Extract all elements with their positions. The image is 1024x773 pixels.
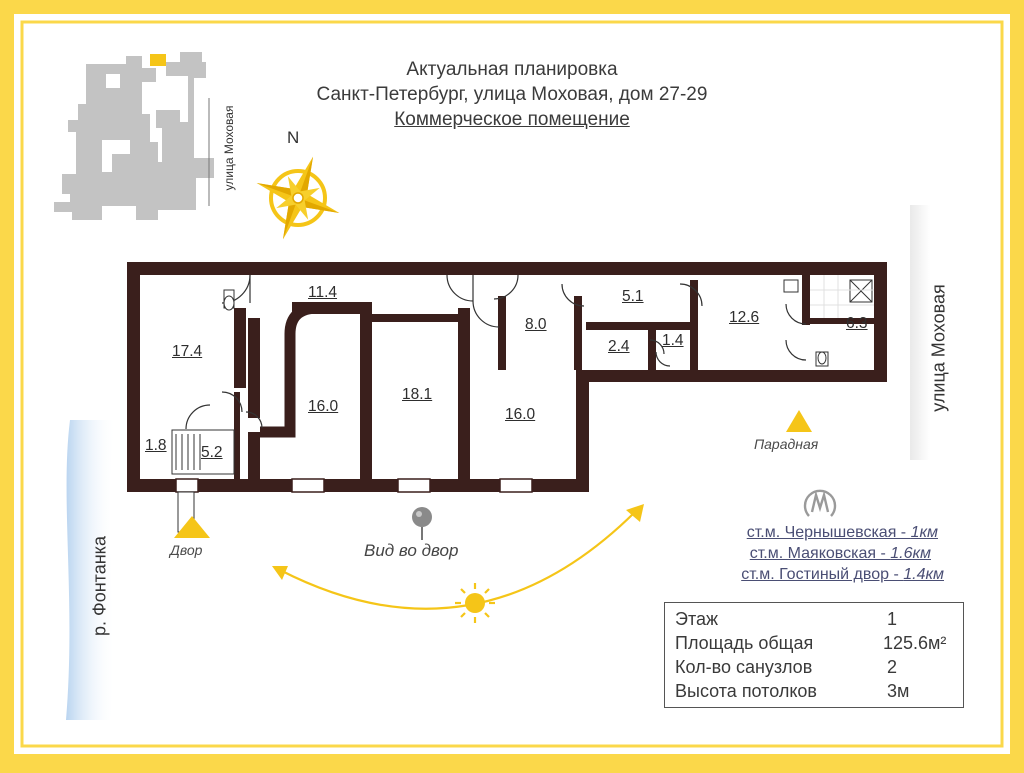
sanitary-fixtures [223,279,873,367]
compass-north-label: N [287,128,300,147]
room-area-16-0-b: 16.0 [505,406,536,423]
metro-station-1: ст.м. Чернышевская - 1км [747,524,938,542]
compass-rose-icon [256,156,340,240]
metro-station-1-name: ст.м. Чернышевская - [746,524,911,541]
room-area-16-0-a: 16.0 [308,398,339,415]
yard-entrance-marker [174,516,210,538]
stairs [171,429,235,475]
sun-path [272,504,644,623]
info-label-floor: Этаж [675,609,719,629]
street-strip [910,205,930,460]
title-line-2: Санкт-Петербург, улица Моховая, дом 27-2… [316,84,708,105]
room-area-11-4: 11.4 [308,284,338,301]
room-area-5-1: 5.1 [622,288,644,305]
sun-arrow-left-icon [272,566,288,580]
map-pin-icon [412,507,432,540]
sun-arrow-right-icon [626,504,644,522]
walls [127,262,887,492]
metro-station-3-name: ст.м. Гостиный двор - [741,566,904,583]
room-area-1-8: 1.8 [145,437,167,454]
yard-entrance-label: Двор [170,542,203,558]
room-area-2-4: 2.4 [608,338,630,355]
info-value-floor: 1 [887,609,898,629]
info-value-ceiling: 3м [887,681,910,701]
river-fontanka [66,420,116,720]
windows [175,478,533,493]
room-area-17-4: 17.4 [172,343,203,360]
title-line-3: Коммерческое помещение [394,109,630,130]
sun-icon [455,583,495,623]
metro-station-2-name: ст.м. Маяковская - [749,545,891,562]
room-area-5-2: 5.2 [201,444,223,461]
metro-station-2-dist: 1.6км [890,545,931,562]
metro-station-3: ст.м. Гостиный двор - 1.4км [741,566,944,584]
room-area-6-3: 6.3 [846,315,868,332]
info-value-area: 125.6м² [883,633,947,653]
title-line-1: Актуальная планировка [406,59,618,80]
site-plan [54,52,214,220]
building-highlight [150,54,166,66]
metro-station-2: ст.м. Маяковская - 1.6км [750,545,931,563]
metro-icon [803,489,837,517]
room-area-8-0: 8.0 [525,316,547,333]
front-entrance-label: Парадная [754,436,819,452]
bathroom-tiles [810,275,874,318]
info-label-ceiling: Высота потолков [675,681,817,701]
info-label-bathrooms: Кол-во санузлов [675,657,813,677]
room-area-18-1: 18.1 [402,386,433,403]
metro-station-1-dist: 1км [910,524,938,541]
front-entrance-marker [786,410,812,432]
room-area-12-6: 12.6 [729,309,760,326]
room-area-1-4: 1.4 [662,332,684,349]
yard-view-label: Вид во двор [364,541,459,560]
info-label-area: Площадь общая [675,633,814,653]
metro-station-3-dist: 1.4км [903,566,944,583]
doors [185,274,807,430]
info-table: Этаж 1 Площадь общая 125.6м² Кол-во сану… [664,602,964,708]
info-value-bathrooms: 2 [887,657,898,677]
